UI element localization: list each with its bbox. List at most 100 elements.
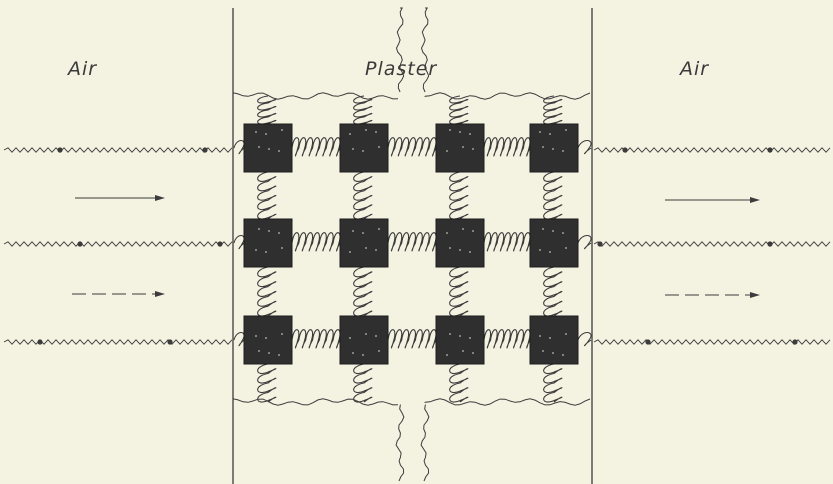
block-speckle [459,249,461,251]
spring-vertical [258,267,276,316]
block-speckle [539,249,541,251]
mass-block [436,219,484,267]
spring-horizontal [388,138,436,156]
spring-vertical-top [544,96,562,124]
block-speckle [281,247,283,249]
block-speckle [472,148,474,150]
mass-block [340,124,388,172]
spring-wall-left [234,235,244,248]
block-speckle [378,146,380,148]
block-speckle [362,150,364,152]
block-speckle [352,352,354,354]
spring-vertical [258,172,276,219]
spring-horizontal [292,330,340,348]
block-speckle [542,146,544,148]
spring-wall-left [234,140,244,153]
spring-vertical-top [258,96,276,124]
mass-block [530,124,578,172]
spring-horizontal [388,233,436,251]
block-speckle [446,150,448,152]
block-speckle [268,148,270,150]
label-air-right: Air [680,58,709,80]
wave-particle-dot [767,147,772,152]
block-speckle [552,148,554,150]
block-speckle [281,333,283,335]
arrow-head-icon [155,195,165,201]
block-speckle [552,230,554,232]
plaster-edge-top-right [425,93,590,99]
mass-block [530,219,578,267]
block-speckle [562,232,564,234]
wave-particle-dot [37,339,42,344]
spring-horizontal [388,330,436,348]
block-speckle [539,131,541,133]
block-speckle [542,228,544,230]
spring-vertical [450,172,468,219]
block-speckle [469,251,471,253]
wave-line-right [594,148,830,152]
crack-line [421,405,429,481]
block-speckle [542,350,544,352]
mass-block [244,316,292,364]
spring-horizontal [484,330,530,348]
block-speckle [378,350,380,352]
block-speckle [552,352,554,354]
block-speckle [549,133,551,135]
block-speckle [365,247,367,249]
block-speckle [258,228,260,230]
block-speckle [278,150,280,152]
spring-vertical [354,267,372,316]
block-speckle [278,354,280,356]
spring-horizontal [484,138,530,156]
block-speckle [255,131,257,133]
crack-line [396,405,404,481]
block-speckle [449,247,451,249]
spring-horizontal [292,233,340,251]
block-speckle [449,129,451,131]
block-speckle [469,337,471,339]
wave-particle-dot [767,241,772,246]
block-speckle [349,133,351,135]
spring-horizontal [484,233,530,251]
block-speckle [281,129,283,131]
spring-horizontal [292,138,340,156]
block-speckle [375,131,377,133]
spring-vertical-bottom [354,364,372,402]
block-speckle [565,333,567,335]
block-speckle [562,150,564,152]
block-speckle [459,131,461,133]
wave-particle-dot [57,147,62,152]
mass-block [244,124,292,172]
wave-line-right [594,242,830,246]
block-speckle [268,230,270,232]
block-speckle [365,333,367,335]
block-speckle [255,249,257,251]
spring-vertical-top [450,96,468,124]
mass-block [530,316,578,364]
wave-particle-dot [202,147,207,152]
wave-particle-dot [597,241,602,246]
block-speckle [446,354,448,356]
block-speckle [565,129,567,131]
block-speckle [562,354,564,356]
block-speckle [362,232,364,234]
air-wave-lines [4,147,830,344]
mass-block [244,219,292,267]
block-speckle [352,230,354,232]
block-speckle [565,247,567,249]
spring-vertical [354,172,372,219]
block-speckle [349,251,351,253]
block-speckle [365,129,367,131]
block-speckle [378,228,380,230]
label-plaster: Plaster [365,58,437,80]
plaster-edge-top-left [233,93,398,99]
spring-vertical [450,267,468,316]
wave-particle-dot [792,339,797,344]
wave-particle-dot [167,339,172,344]
spring-vertical-bottom [258,364,276,402]
block-speckle [549,337,551,339]
arrow-head-icon [750,197,760,203]
label-air-left: Air [68,58,97,80]
block-speckle [375,249,377,251]
spring-vertical-bottom [450,364,468,402]
